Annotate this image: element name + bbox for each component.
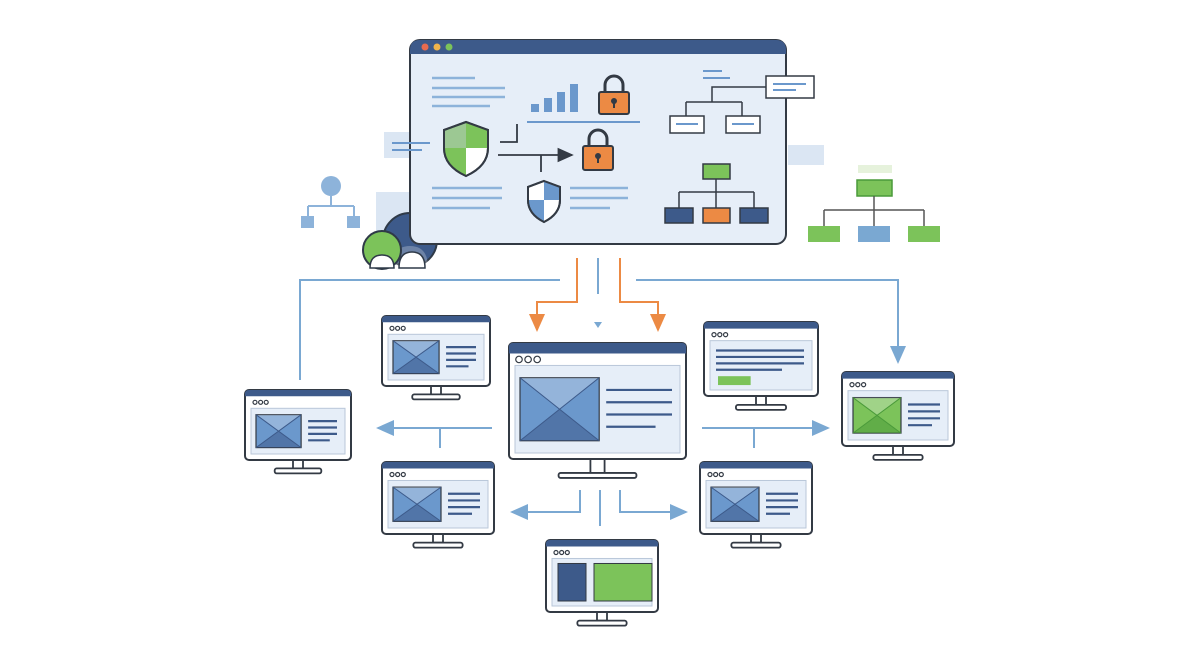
monitor-base	[735, 403, 787, 411]
monitor-bottom-right[interactable]	[699, 461, 813, 549]
window-dot-icon	[564, 549, 570, 556]
monitor-stand	[892, 445, 904, 456]
monitor-group	[244, 315, 955, 627]
monitor-title-bar	[704, 322, 818, 329]
window-dot-icon	[389, 471, 395, 478]
monitor-base	[576, 619, 628, 627]
window-dot-icon	[524, 355, 532, 364]
window-dot-icon	[533, 355, 542, 364]
monitor-stand	[430, 385, 442, 396]
window-dot-icon	[849, 381, 855, 388]
monitor-stand	[432, 533, 444, 544]
monitor-base	[411, 393, 461, 401]
lock-icon	[598, 74, 630, 115]
connector-orange	[619, 258, 666, 332]
org-chart-icon	[669, 70, 815, 134]
window-dot-green	[445, 43, 453, 51]
window-dot-icon	[722, 331, 729, 338]
monitor-title-bar	[382, 316, 490, 323]
text-block	[432, 76, 505, 108]
monitor-stand	[755, 395, 767, 406]
blue-panel	[557, 562, 587, 602]
monitor-base	[273, 467, 323, 475]
window-dot-icon	[515, 355, 523, 364]
window-dot-icon	[400, 471, 406, 478]
window-dot-icon	[707, 471, 713, 478]
window-dot-icon	[395, 325, 401, 331]
side-text-lines	[392, 142, 430, 151]
window-dot-icon	[400, 325, 406, 331]
text-block	[432, 186, 628, 210]
monitor-title-bar	[842, 372, 954, 379]
monitor-base	[557, 472, 638, 479]
monitor-stand	[589, 458, 606, 474]
window-dot-icon	[713, 471, 719, 478]
monitor-base	[872, 453, 924, 461]
connector-blue	[299, 279, 560, 380]
right-hierarchy-icon	[788, 145, 940, 242]
monitor-title-bar	[245, 390, 351, 397]
window-dot-icon	[718, 471, 724, 478]
green-panel	[593, 562, 653, 602]
window-dot-red	[421, 43, 429, 51]
shield-blue-icon	[527, 179, 561, 224]
window-dot-icon	[860, 381, 867, 388]
connector-blue	[510, 490, 581, 520]
connector-blue	[619, 490, 688, 520]
connector-blue	[636, 279, 906, 364]
window-dot-yellow	[433, 43, 441, 51]
monitor-title-bar	[382, 462, 494, 469]
window-dot-icon	[711, 331, 717, 338]
monitor-base	[730, 541, 782, 549]
monitor-bottom-left[interactable]	[381, 461, 495, 549]
window-dot-icon	[258, 399, 264, 405]
monitor-base	[412, 541, 464, 549]
monitor-title-bar	[546, 540, 658, 547]
bar-chart-icon	[527, 84, 640, 123]
network-connectors	[299, 258, 906, 526]
shield-green-icon	[443, 120, 489, 178]
monitor-top-left[interactable]	[381, 315, 491, 401]
monitor-central[interactable]	[508, 342, 687, 479]
monitor-stand	[292, 459, 304, 470]
monitor-far-left[interactable]	[244, 389, 352, 475]
main-dashboard-window	[392, 39, 815, 245]
window-dot-icon	[389, 325, 395, 331]
monitor-stand	[750, 533, 762, 544]
monitor-title-bar	[700, 462, 812, 469]
flow-connector	[498, 124, 574, 172]
window-dot-icon	[855, 381, 861, 388]
monitor-stand	[596, 611, 608, 622]
window-dot-icon	[559, 549, 565, 556]
window-dot-icon	[553, 549, 559, 556]
hierarchy-icon	[664, 163, 769, 224]
green-button-icon	[718, 376, 751, 386]
lock-icon	[582, 128, 614, 171]
monitor-top-right[interactable]	[703, 321, 819, 411]
small-org-chart-icon	[301, 176, 360, 228]
window-dot-icon	[395, 471, 401, 478]
window-dot-icon	[717, 331, 723, 338]
monitor-bottom-center[interactable]	[545, 539, 659, 627]
connector-orange	[529, 258, 578, 332]
window-dot-icon	[263, 399, 269, 405]
window-dot-icon	[252, 399, 258, 405]
monitor-title-bar	[509, 343, 686, 354]
monitor-far-right[interactable]	[841, 371, 955, 461]
